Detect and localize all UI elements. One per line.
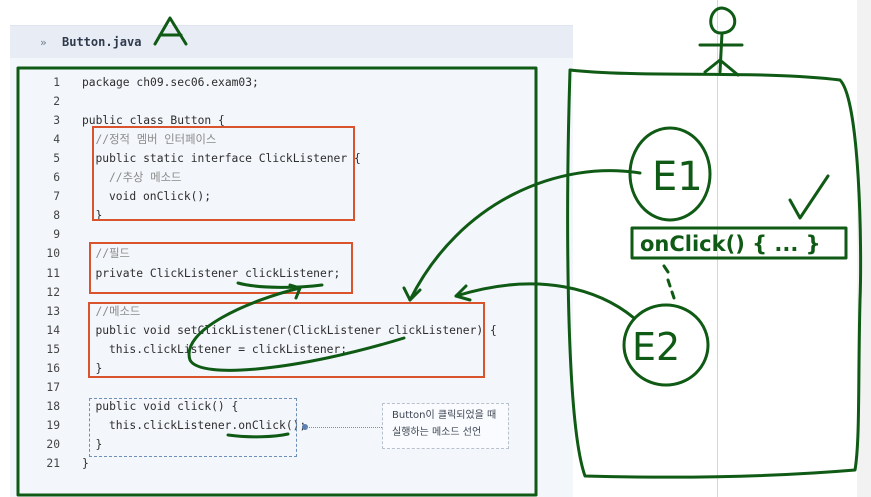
line-number: 12 (46, 285, 60, 299)
line-number: 21 (46, 457, 60, 470)
window-edge (857, 0, 871, 497)
e2-label: E2 (632, 325, 680, 369)
stick-body-ink (698, 31, 744, 77)
code-comment: //필드 (95, 247, 130, 261)
e2-circle-ink (622, 303, 710, 387)
onclick-box-ink (630, 226, 848, 260)
callout-line-1: Button이 클릭되었을 때 (392, 410, 497, 421)
callout-connector (306, 427, 382, 428)
code-line: 21} (10, 454, 573, 473)
code-line: 17 (10, 378, 573, 397)
code-text: this.clickListener = clickListener; (109, 342, 348, 356)
code-text: public class Button { (82, 114, 225, 128)
checkmark-ink (788, 174, 830, 220)
code-text: public void click() { (95, 399, 239, 413)
e1-label: E1 (652, 154, 703, 200)
stick-head-ink (709, 6, 737, 35)
line-number: 17 (46, 380, 60, 394)
code-line: 1 package ch09.sec06.exam03; (10, 73, 573, 92)
label-a-text: A (0, 0, 1, 1)
line-number: 13 (46, 304, 60, 318)
line-number: 15 (46, 342, 60, 356)
expand-icon[interactable]: » (40, 36, 47, 49)
code-text: public static interface ClickListener { (95, 152, 361, 166)
label-a-ink (153, 16, 188, 46)
callout-dot (302, 424, 308, 430)
code-line: 13 //메소드 (10, 302, 573, 321)
line-number: 6 (53, 171, 60, 185)
line-number: 2 (53, 95, 60, 109)
line-number: 16 (46, 361, 60, 375)
callout-note: Button이 클릭되었을 때 실행하는 메소드 선언 (382, 403, 509, 449)
click-method-box (89, 398, 297, 457)
code-line: 14 public void setClickListener(ClickList… (10, 321, 573, 340)
line-number: 14 (46, 323, 60, 337)
code-line: 10 //필드 (10, 244, 573, 263)
code-text: } (95, 437, 103, 451)
code-frame-ink (16, 66, 538, 497)
line-number: 11 (46, 266, 60, 280)
highlight-field-box (89, 242, 353, 294)
code-line: 6 //추상 메소드 (10, 168, 573, 187)
code-line: 8} (10, 206, 573, 225)
line-number: 20 (46, 437, 60, 451)
annotation-canvas (575, 0, 871, 497)
code-line: 20} (10, 435, 573, 454)
code-line: 15 this.clickListener = clickListener; (10, 340, 573, 359)
code-line: 2 (10, 92, 573, 111)
canvas-guide-line (717, 0, 718, 497)
code-line: 11 private ClickListener clickListener; (10, 264, 573, 283)
code-text: package ch09.sec06.exam03; (82, 76, 259, 89)
code-comment: //메소드 (95, 304, 141, 318)
arrow-e2-ink (454, 282, 636, 320)
code-comment: //추상 메소드 (109, 171, 182, 185)
line-number: 18 (46, 399, 60, 413)
code-text: this.clickListener.onClick(); (109, 418, 307, 432)
e1-circle-ink (628, 126, 712, 222)
code-line: 5 public static interface ClickListener { (10, 149, 573, 168)
code-text: } (95, 361, 103, 375)
line-number: 5 (53, 152, 60, 166)
line-number: 4 (53, 133, 60, 147)
arrow-e1-ink (408, 169, 642, 302)
code-line: 7 void onClick(); (10, 187, 573, 206)
dotted-connector-ink (662, 264, 676, 300)
underline-field-ink (236, 281, 324, 289)
onclick-annotation: onClick() { ... } (640, 232, 821, 256)
file-tab-bar: » Button.java (10, 25, 573, 58)
highlight-method-box (88, 302, 485, 378)
code-line: 19 this.clickListener.onClick(); (10, 416, 573, 435)
underline-onclick-ink (226, 432, 290, 439)
arrowhead-e1-ink (402, 286, 422, 302)
code-text: private ClickListener clickListener; (95, 266, 341, 280)
line-number: 7 (53, 190, 60, 204)
code-line: 16} (10, 359, 573, 378)
code-text: public void setClickListener(ClickListen… (95, 323, 497, 337)
code-text: } (82, 457, 89, 470)
arrowhead-e2-ink (454, 284, 472, 302)
line-number: 10 (46, 247, 60, 261)
code-text: void onClick(); (109, 190, 212, 204)
arrow-assign-ink (187, 286, 406, 372)
object-boundary-ink (566, 68, 863, 479)
code-line: 9 (10, 225, 573, 244)
code-comment: //정적 멤버 인터페이스 (95, 133, 217, 147)
line-number: 19 (46, 418, 60, 432)
code-line: 18 public void click() { (10, 397, 573, 416)
line-number: 9 (53, 228, 60, 242)
highlight-interface-box (92, 126, 355, 221)
callout-line-2: 실행하는 메소드 선언 (392, 427, 482, 438)
line-number: 8 (53, 209, 60, 223)
line-number: 1 (53, 76, 60, 89)
line-number: 3 (53, 114, 60, 128)
file-name: Button.java (62, 35, 142, 49)
code-line: 3 public class Button { (10, 111, 573, 130)
code-text: } (95, 209, 103, 223)
code-line: 12 (10, 283, 573, 302)
code-line: 4 //정적 멤버 인터페이스 (10, 130, 573, 149)
